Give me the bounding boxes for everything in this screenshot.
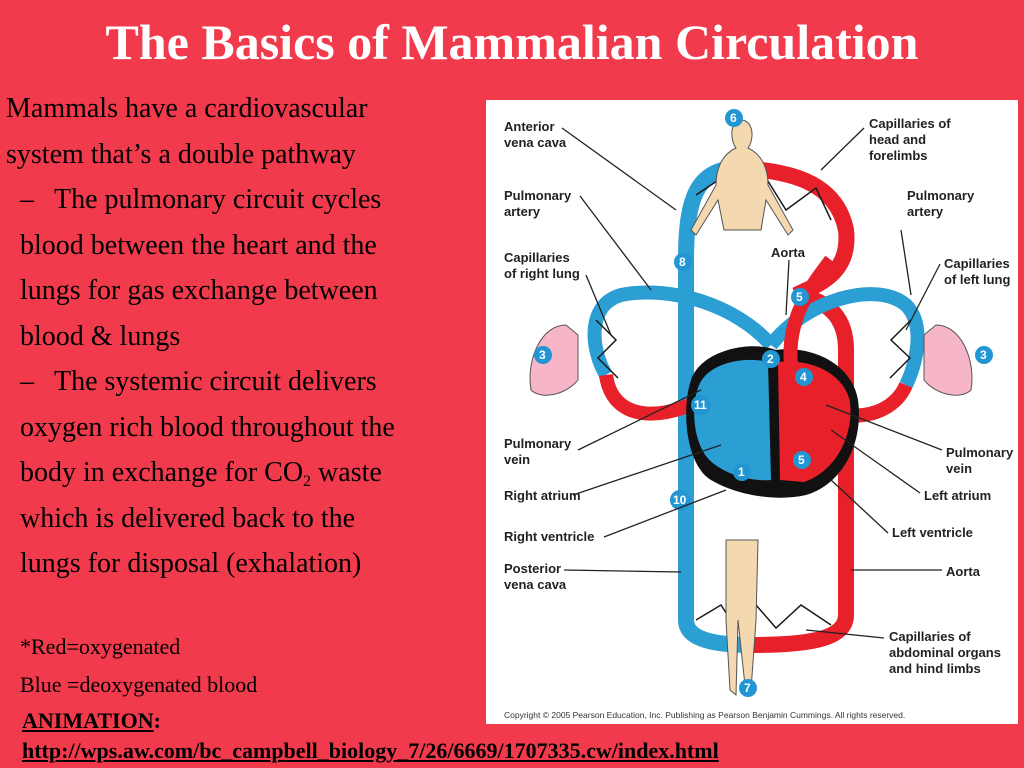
- label-capillaries-head: Capillaries of: [869, 116, 951, 131]
- label-capillaries-abdominal-2: abdominal organs: [889, 645, 1001, 660]
- co2-subscript: 2: [303, 473, 312, 490]
- label-left-ventricle: Left ventricle: [892, 525, 973, 540]
- pulmonary-bullet-line-2: blood between the heart and the: [20, 229, 377, 261]
- bullet-marker: –: [20, 184, 34, 215]
- svg-text:6: 6: [730, 111, 737, 125]
- intro-line-2: system that’s a double pathway: [6, 138, 356, 170]
- label-pulmonary-vein-left-2: vein: [504, 452, 530, 467]
- pulmonary-bullet-line-3: lungs for gas exchange between: [20, 275, 378, 306]
- label-posterior-vena-cava: Posterior: [504, 561, 561, 576]
- right-lung-shape: [529, 324, 579, 396]
- label-capillaries-head-3: forelimbs: [869, 148, 928, 163]
- marker-6: [791, 288, 809, 306]
- systemic-bullet-line-3: body in exchange for CO2 waste: [20, 450, 482, 496]
- right-lung-capillaries: [889, 319, 912, 379]
- svg-text:10: 10: [673, 493, 687, 507]
- label-capillaries-head-2: head and: [869, 132, 926, 147]
- label-right-ventricle: Right ventricle: [504, 529, 594, 544]
- svg-text:4: 4: [800, 370, 807, 384]
- label-anterior-vena-cava-2: vena cava: [504, 135, 567, 150]
- marker-8: [739, 679, 757, 697]
- upper-body-figure: [690, 119, 794, 236]
- note-blue: Blue =deoxygenated blood: [20, 672, 258, 697]
- leader-lines: [561, 127, 943, 639]
- label-pulmonary-artery-left: Pulmonary: [504, 188, 572, 203]
- systemic-bullet-line-5: lungs for disposal (exhalation): [20, 548, 362, 579]
- left-lung-shape: [923, 324, 973, 396]
- marker-7: [725, 109, 743, 127]
- label-capillaries-abdominal: Capillaries of: [889, 629, 971, 644]
- copyright-notice: Copyright © 2005 Pearson Education, Inc.…: [504, 710, 905, 720]
- marker-10: [670, 490, 690, 510]
- systemic-bullet-line-2: oxygen rich blood throughout the: [20, 411, 395, 443]
- lower-body-figure: [725, 539, 759, 697]
- svg-text:11: 11: [694, 398, 707, 412]
- animation-label: ANIMATION:: [22, 708, 161, 734]
- left-lung-capillaries: [595, 319, 619, 379]
- marker-3-right: [975, 346, 993, 364]
- circulation-diagram: 6 8 5 2 4 3 3 11 5 1 10 7 Anterior vena …: [486, 100, 1018, 724]
- animation-colon: :: [153, 708, 161, 733]
- svg-text:5: 5: [798, 453, 805, 467]
- circulation-svg: 6 8 5 2 4 3 3 11 5 1 10 7 Anterior vena …: [504, 109, 1014, 720]
- label-pulmonary-vein-right: Pulmonary: [946, 445, 1014, 460]
- svg-text:2: 2: [767, 352, 774, 366]
- pulmonary-vein-left-path: [599, 373, 705, 421]
- systemic-text-3a: body in exchange for CO: [20, 457, 304, 488]
- lower-blue-loop: [678, 470, 752, 653]
- label-pulmonary-artery-right: Pulmonary: [907, 188, 975, 203]
- svg-text:5: 5: [796, 290, 803, 304]
- heart-right-side: [694, 359, 771, 481]
- label-pulmonary-vein-right-2: vein: [946, 461, 972, 476]
- marker-3-left: [534, 346, 552, 364]
- abdominal-capillaries: [695, 603, 832, 630]
- systemic-bullet-line-1: –The systemic circuit delivers: [20, 359, 482, 405]
- systemic-text-3b: waste: [311, 457, 382, 488]
- color-legend-notes: *Red=oxygenated Blue =deoxygenated blood: [20, 628, 257, 704]
- svg-text:8: 8: [679, 255, 686, 269]
- svg-text:3: 3: [539, 348, 546, 362]
- systemic-text-1: The systemic circuit delivers: [54, 366, 377, 397]
- label-left-atrium: Left atrium: [924, 488, 991, 503]
- pulmonary-artery-left-path: [587, 285, 777, 379]
- label-aorta-bottom: Aorta: [946, 564, 981, 579]
- note-red: *Red=oxygenated: [20, 634, 181, 659]
- label-aorta-top: Aorta: [771, 245, 806, 260]
- marker-4: [795, 368, 813, 386]
- label-pulmonary-artery-left-2: artery: [504, 204, 541, 219]
- marker-11: [691, 395, 711, 415]
- label-anterior-vena-cava: Anterior: [504, 119, 555, 134]
- systemic-bullet-line-4: which is delivered back to the: [20, 502, 356, 534]
- label-pulmonary-artery-right-2: artery: [907, 204, 944, 219]
- label-capillaries-abdominal-3: and hind limbs: [889, 661, 981, 676]
- label-capillaries-left-lung: Capillaries: [944, 256, 1010, 271]
- pulmonary-bullet-line-4: blood & lungs: [20, 320, 181, 352]
- animation-label-text: ANIMATION: [22, 708, 154, 733]
- svg-text:7: 7: [744, 681, 751, 695]
- label-posterior-vena-cava-2: vena cava: [504, 577, 567, 592]
- marker-5: [793, 451, 811, 469]
- svg-text:3: 3: [980, 348, 987, 362]
- label-right-atrium: Right atrium: [504, 488, 581, 503]
- marker-9: [674, 253, 692, 271]
- label-capillaries-left-lung-2: of left lung: [944, 272, 1010, 287]
- bullet-list: Mammals have a cardiovascular system tha…: [6, 86, 482, 587]
- pulmonary-artery-right-path: [765, 287, 925, 389]
- pulmonary-bullet-line-1: –The pulmonary circuit cycles: [20, 177, 482, 223]
- label-capillaries-right-lung: Capillaries: [504, 250, 570, 265]
- bullet-marker: –: [20, 366, 34, 397]
- marker-1: [733, 463, 751, 481]
- slide-title: The Basics of Mammalian Circulation: [105, 14, 919, 70]
- marker-2: [762, 350, 780, 368]
- label-pulmonary-vein-left: Pulmonary: [504, 436, 572, 451]
- label-capillaries-right-lung-2: of right lung: [504, 266, 580, 281]
- pulmonary-text-1: The pulmonary circuit cycles: [54, 184, 382, 215]
- heart-left-side: [778, 361, 851, 482]
- svg-text:1: 1: [738, 465, 745, 479]
- animation-link[interactable]: http://wps.aw.com/bc_campbell_biology_7/…: [22, 738, 719, 763]
- intro-line-1: Mammals have a cardiovascular: [6, 93, 368, 124]
